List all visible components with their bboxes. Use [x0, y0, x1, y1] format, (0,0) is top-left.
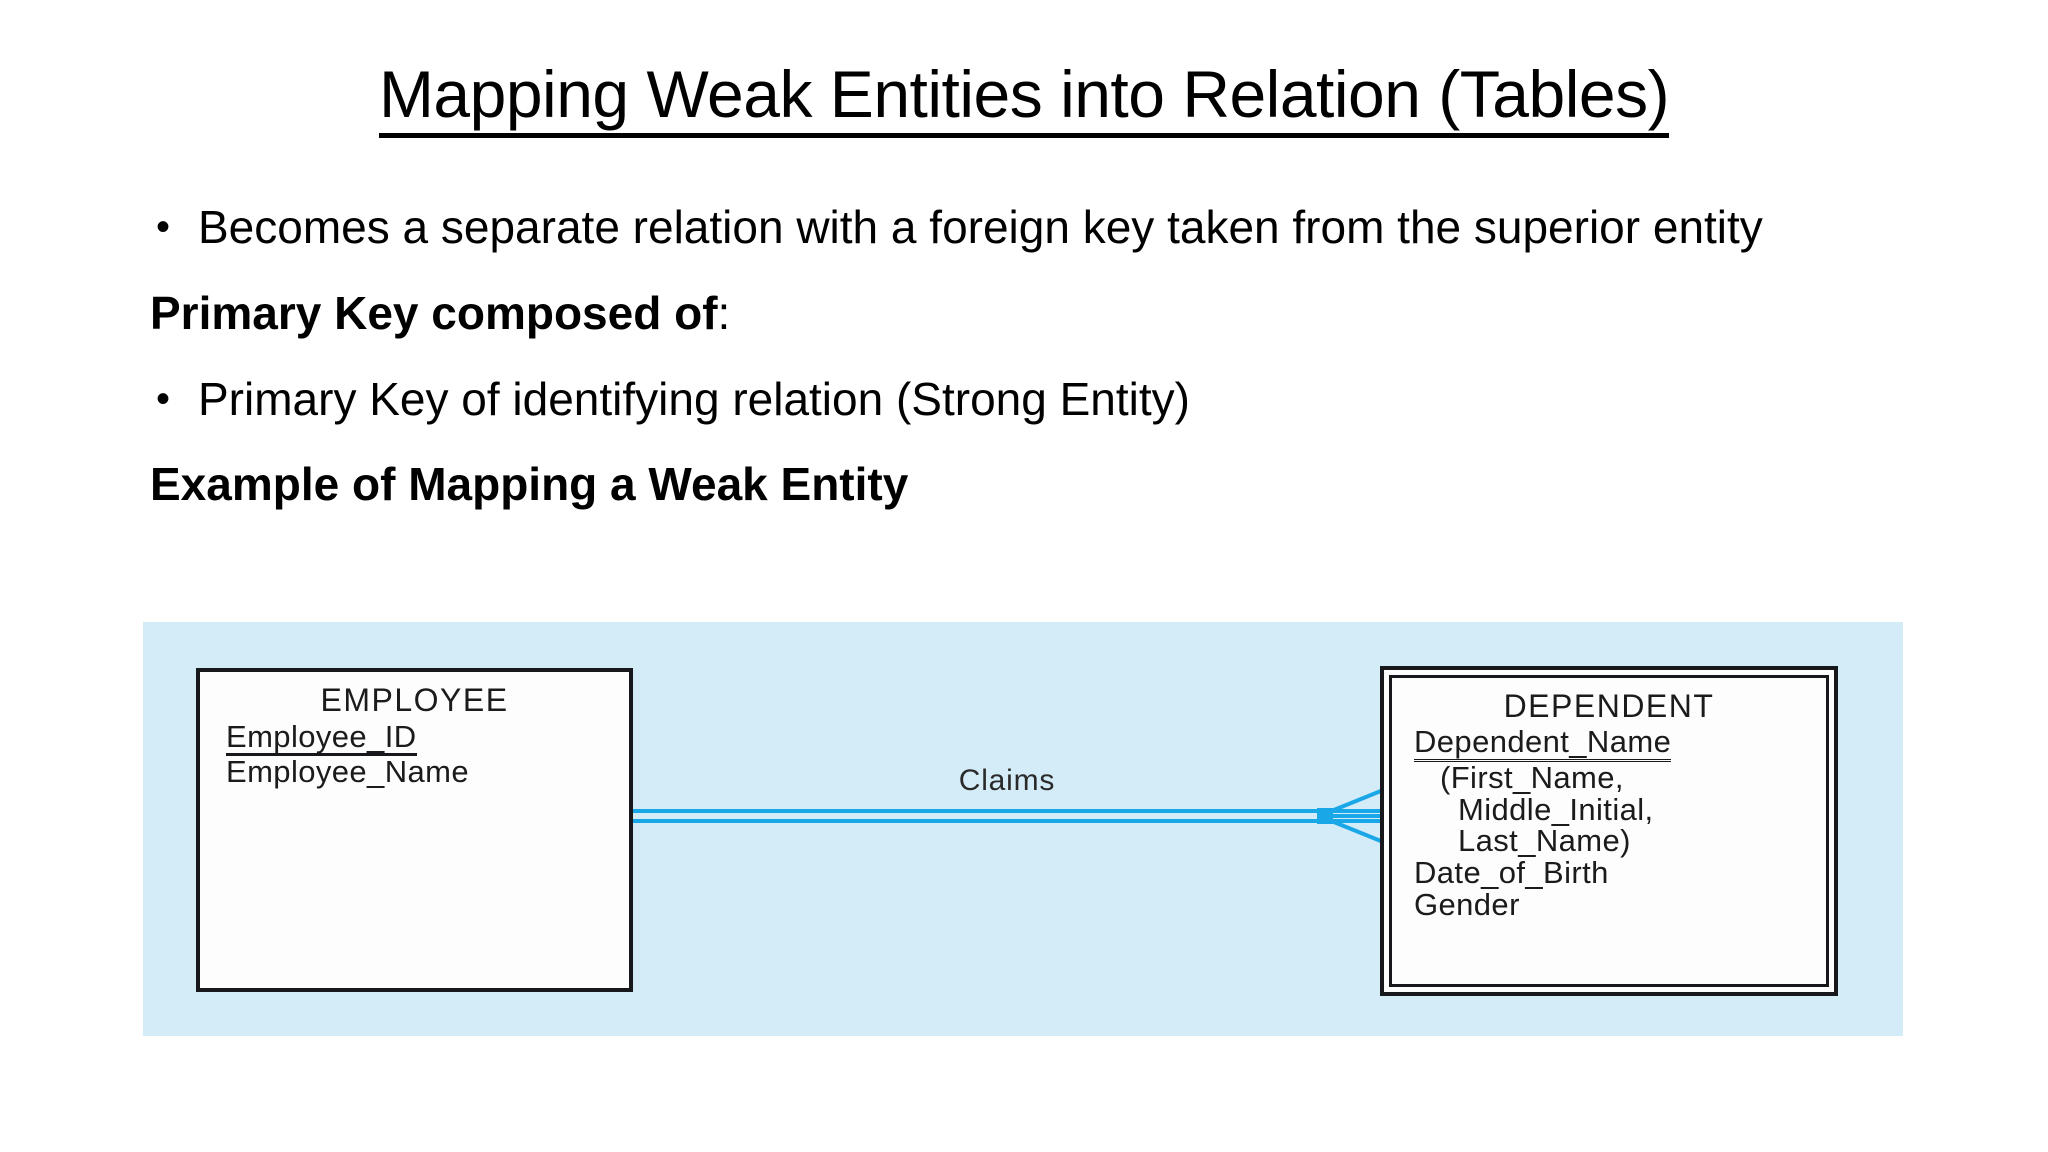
attribute-dependent-name: Dependent_Name — [1414, 725, 1672, 763]
attribute-row: (First_Name, — [1414, 762, 1826, 794]
attribute-employee-name: Employee_Name — [226, 754, 469, 790]
heading-primary-key-composed-of: Primary Key composed of: — [150, 284, 1910, 344]
entity-title-dependent: DEPENDENT — [1503, 688, 1715, 724]
er-diagram-panel: EMPLOYEE Employee_ID Employee_Name Claim… — [143, 622, 1903, 1036]
attribute-gender: Gender — [1414, 886, 1520, 922]
bullet-glyph-icon: • — [156, 205, 171, 249]
entity-attribute-list-employee: Employee_ID Employee_Name — [200, 720, 629, 788]
bullet-item-primary-key-of-identifying-relation: • Primary Key of identifying relation (S… — [150, 370, 1910, 430]
bullet-item-becomes-separate-relation: • Becomes a separate relation with a for… — [150, 198, 1910, 258]
crows-foot-prong-lower — [1318, 814, 1383, 844]
bullet-text: Becomes a separate relation with a forei… — [198, 201, 1763, 253]
attribute-row: Middle_Initial, — [1414, 794, 1826, 826]
slide-title: Mapping Weak Entities into Relation (Tab… — [0, 59, 2048, 139]
attribute-row: Date_of_Birth — [1414, 857, 1826, 889]
connector-line-lower — [633, 819, 1381, 823]
attribute-row: Dependent_Name — [1414, 725, 1826, 763]
heading-example-of-mapping-a-weak-entity: Example of Mapping a Weak Entity — [150, 458, 909, 511]
slide-title-text: Mapping Weak Entities into Relation (Tab… — [378, 59, 1670, 139]
bullet-text: Primary Key of identifying relation (Str… — [198, 372, 1190, 425]
entity-box-employee: EMPLOYEE Employee_ID Employee_Name — [196, 668, 633, 992]
attribute-last-name: Last_Name) — [1458, 823, 1631, 859]
attribute-row: Employee_ID — [226, 720, 629, 757]
slide-body: • Becomes a separate relation with a for… — [150, 198, 1910, 521]
relationship-label-claims: Claims — [958, 764, 1056, 797]
entity-attribute-list-dependent: Dependent_Name (First_Name, Middle_Initi… — [1392, 725, 1826, 922]
connector-line-upper — [633, 809, 1381, 813]
attribute-row: Last_Name) — [1414, 825, 1826, 857]
attribute-row: Gender — [1414, 886, 1826, 922]
entity-title-employee: EMPLOYEE — [320, 682, 509, 718]
attribute-middle-initial: Middle_Initial, — [1458, 791, 1654, 827]
attribute-employee-id: Employee_ID — [226, 720, 417, 757]
heading-text-colon: : — [717, 286, 731, 339]
attribute-row: Employee_Name — [226, 756, 629, 788]
crows-foot-icon — [1317, 784, 1387, 848]
relationship-connector-claims — [633, 806, 1381, 826]
entity-box-dependent-inner-border: DEPENDENT Dependent_Name (First_Name, Mi… — [1389, 675, 1829, 987]
attribute-date-of-birth: Date_of_Birth — [1414, 855, 1609, 891]
entity-box-dependent: DEPENDENT Dependent_Name (First_Name, Mi… — [1380, 666, 1838, 996]
crows-foot-prong-middle — [1319, 814, 1387, 818]
bullet-glyph-icon: • — [156, 376, 171, 421]
attribute-first-name: (First_Name, — [1440, 760, 1624, 796]
heading-text-bold: Primary Key composed of — [150, 286, 718, 339]
